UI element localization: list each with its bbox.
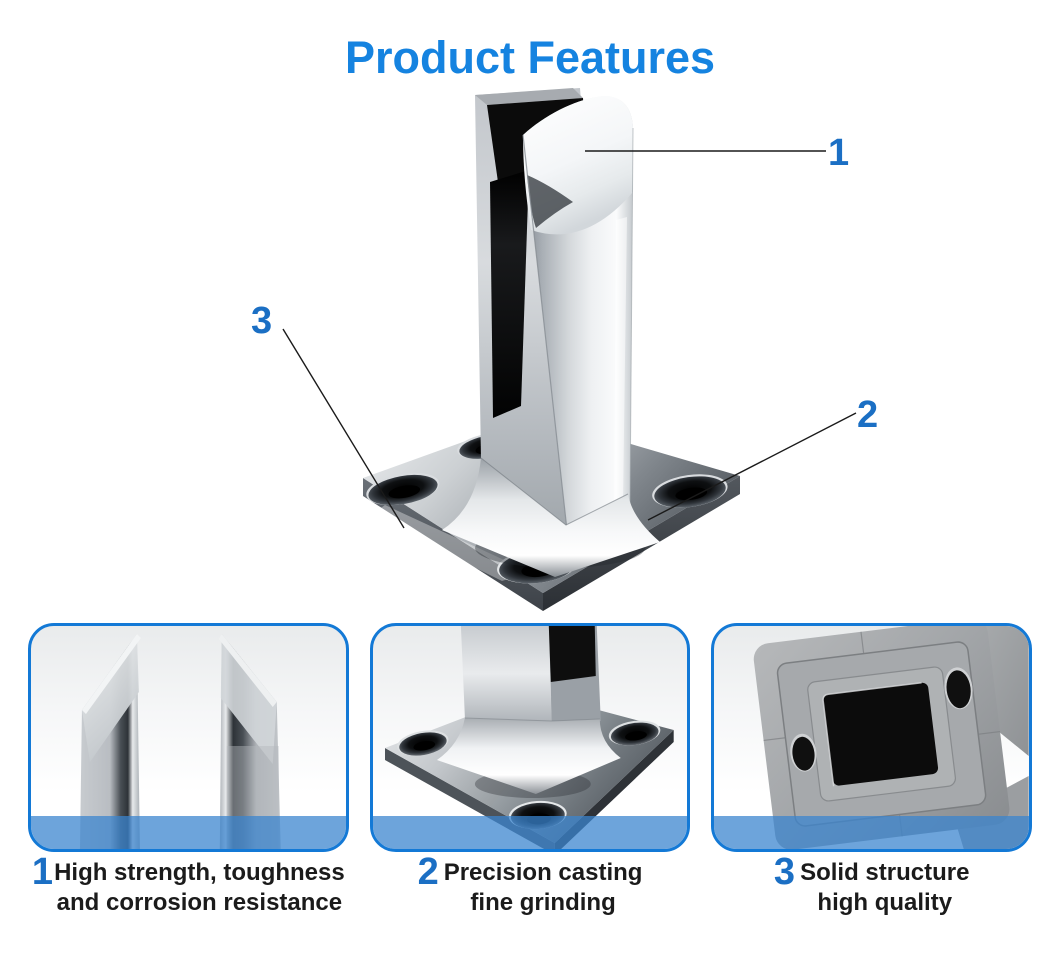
post-bottom xyxy=(436,626,621,794)
callout-number-2: 2 xyxy=(857,394,879,436)
cast-oval-hole-left xyxy=(790,733,817,772)
cast-flange xyxy=(754,626,1010,849)
detail-card-2 xyxy=(369,623,691,852)
hollow-core xyxy=(823,682,939,786)
callout-line-3 xyxy=(282,328,405,529)
spigot-post xyxy=(442,88,660,577)
cast-oval-hole-right xyxy=(944,667,973,710)
main-product-image xyxy=(363,88,740,611)
feature-text-2: Precision casting fine grinding xyxy=(443,859,643,916)
feature-captions-row: 1 High strength, toughness and corrosion… xyxy=(28,851,1032,918)
callout-line-2 xyxy=(647,412,857,521)
cast-underside-detail-image xyxy=(754,626,1030,849)
feature-number-2: 2 xyxy=(417,851,439,893)
feature-text-3: Solid structure high quality xyxy=(800,859,970,916)
left-jaw xyxy=(79,634,141,849)
detail-card-3 xyxy=(711,623,1033,852)
clamp-jaws-detail-image xyxy=(79,634,281,849)
feature-caption-3: 3 Solid structure high quality xyxy=(711,851,1032,918)
callout-number-3: 3 xyxy=(251,300,273,342)
feature-number-3: 3 xyxy=(773,851,796,893)
detail-card-1 xyxy=(28,623,349,852)
page-title: Product Features xyxy=(344,32,716,83)
glass-slot xyxy=(490,170,529,418)
highlight-band xyxy=(372,816,688,849)
feature-caption-2: 2 Precision casting fine grinding xyxy=(370,851,691,918)
feature-caption-1: 1 High strength, toughness and corrosion… xyxy=(28,851,349,918)
callout-number-1: 1 xyxy=(828,132,850,174)
feature-number-1: 1 xyxy=(31,851,54,893)
highlight-band xyxy=(31,816,346,849)
feature-text-1: High strength, toughness and corrosion r… xyxy=(54,859,345,916)
detail-cards-row xyxy=(28,623,1033,852)
highlight-band xyxy=(714,816,1030,849)
post-weld-skirt xyxy=(442,458,660,577)
